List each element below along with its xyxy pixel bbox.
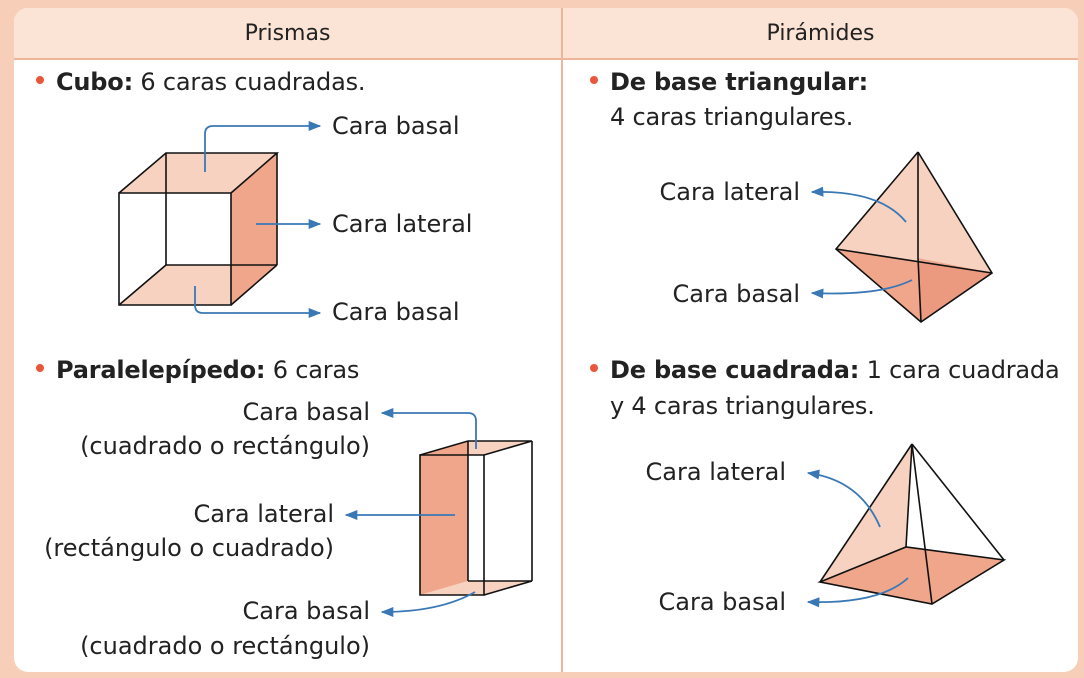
tri-lateral-face: [836, 152, 992, 273]
paralelepipedo-desc: 6 caras: [272, 356, 360, 384]
paralelepipedo-figure: [344, 407, 533, 618]
para-label-bottom-1: Cara basal: [242, 597, 371, 625]
sq-lateral-arrow: [806, 469, 881, 528]
paralelepipedo-title: Paralelepípedo:: [56, 356, 266, 384]
cube-title: Cubo:: [56, 68, 133, 96]
para-label-bottom-2: (cuadrado o rectángulo): [80, 632, 370, 660]
para-lateral-face: [420, 441, 468, 595]
tri-lateral-arrow: [810, 186, 907, 223]
cube-label-lateral: Cara lateral: [332, 210, 473, 238]
tri-label-lateral: Cara lateral: [659, 178, 800, 206]
para-label-lateral-2: (rectángulo o cuadrado): [44, 534, 334, 562]
header-piramides: Pirámides: [563, 8, 1078, 58]
cube-label-bottom: Cara basal: [332, 298, 460, 326]
para-label-top-1: Cara basal: [242, 398, 371, 426]
para-label-lateral-1: Cara lateral: [193, 500, 334, 528]
tri-basal-face-right: [918, 258, 992, 322]
cube-top-face: [119, 153, 277, 193]
sq-label-lateral: Cara lateral: [645, 458, 786, 486]
cube-label-top: Cara basal: [332, 112, 460, 140]
paralelepipedo-heading: Paralelepípedo: 6 caras: [36, 356, 359, 384]
cube-desc: 6 caras cuadradas.: [140, 68, 366, 96]
column-divider: [561, 8, 563, 672]
figure-panel: Prismas Pirámides: [14, 8, 1078, 672]
sq-basal-face: [820, 547, 1004, 604]
header-prismas: Prismas: [14, 8, 561, 58]
tri-pyramid-heading: De base triangular:: [590, 68, 868, 96]
sq-pyramid-figure: [806, 443, 1007, 608]
sq-label-basal: Cara basal: [658, 588, 787, 616]
para-bottom-arrow: [380, 591, 476, 618]
sq-pyramid-desc-2: y 4 caras triangulares.: [610, 392, 875, 420]
para-label-top-2: (cuadrado o rectángulo): [80, 432, 370, 460]
cube-figure: [118, 120, 322, 319]
tri-label-basal: Cara basal: [672, 280, 801, 308]
cube-heading: Cubo: 6 caras cuadradas.: [36, 68, 366, 96]
para-top-arrow: [380, 407, 477, 449]
tri-pyramid-figure: [810, 151, 994, 324]
tri-pyramid-desc: 4 caras triangulares.: [610, 103, 854, 131]
sq-pyramid-title: De base cuadrada:: [610, 356, 860, 384]
sq-pyramid-heading: De base cuadrada: 1 cara cuadrada: [590, 356, 1060, 384]
para-bottom-face: [420, 581, 532, 595]
cube-lateral-face: [231, 153, 277, 305]
sq-pyramid-desc-1: 1 cara cuadrada: [866, 356, 1060, 384]
tri-basal-arrow: [810, 279, 913, 299]
header-divider: [14, 58, 1078, 60]
sq-basal-arrow: [806, 577, 909, 608]
cube-top-arrow: [204, 120, 322, 172]
cube-bottom-arrow: [194, 286, 322, 319]
tri-pyramid-title: De base triangular:: [610, 68, 868, 96]
